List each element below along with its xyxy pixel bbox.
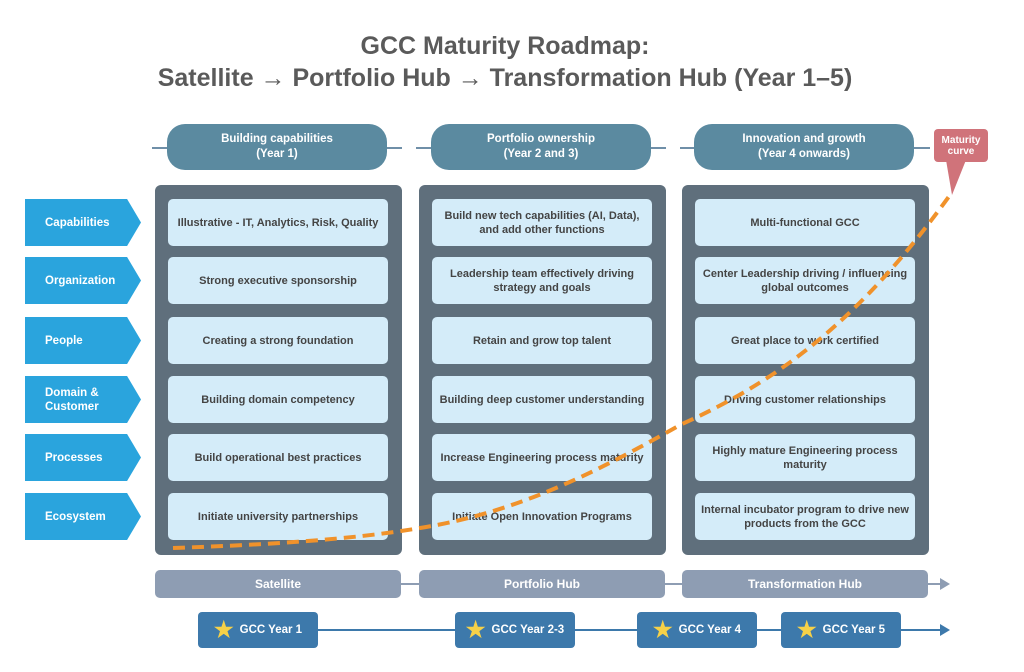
title-line-1: GCC Maturity Roadmap: bbox=[360, 32, 650, 60]
arrowhead-icon bbox=[940, 578, 950, 590]
phase-cell: Creating a strong foundation bbox=[168, 317, 388, 364]
phase-cell: Leadership team effectively driving stra… bbox=[432, 257, 652, 304]
year-label: GCC Year 2-3 bbox=[491, 624, 565, 636]
phase-title: Building capabilities bbox=[221, 133, 333, 145]
timeline-arrow bbox=[318, 629, 945, 631]
phase-cell: Initiate Open Innovation Programs bbox=[432, 493, 652, 540]
star-icon: ★ bbox=[213, 617, 234, 642]
year-marker: ★ GCC Year 1 bbox=[198, 612, 318, 648]
phase-header: Building capabilities (Year 1) bbox=[167, 124, 387, 170]
phase-title: Portfolio ownership bbox=[487, 133, 595, 145]
phase-cell: Increase Engineering process maturity bbox=[432, 434, 652, 481]
phase-cell: Building domain competency bbox=[168, 376, 388, 423]
phase-cell: Great place to work certified bbox=[695, 317, 915, 364]
phase-cell: Driving customer relationships bbox=[695, 376, 915, 423]
year-label: GCC Year 5 bbox=[822, 624, 886, 636]
phase-cell: Build new tech capabilities (AI, Data), … bbox=[432, 199, 652, 246]
year-label: GCC Year 1 bbox=[239, 624, 303, 636]
phase-cell: Initiate university partnerships bbox=[168, 493, 388, 540]
phase-cell: Internal incubator program to drive new … bbox=[695, 493, 915, 540]
phase-header: Portfolio ownership (Year 2 and 3) bbox=[431, 124, 651, 170]
star-icon: ★ bbox=[796, 617, 817, 642]
title-line-2: Satellite → Portfolio Hub → Transformati… bbox=[157, 64, 853, 92]
phase-cell: Center Leadership driving / influencing … bbox=[695, 257, 915, 304]
stage-transformation-hub: Transformation Hub bbox=[682, 570, 928, 598]
star-icon: ★ bbox=[465, 617, 486, 642]
phase-subtitle: (Year 1) bbox=[256, 148, 298, 160]
arrowhead-icon bbox=[940, 624, 950, 636]
row-label: Processes bbox=[25, 434, 141, 481]
phase-cell: Strong executive sponsorship bbox=[168, 257, 388, 304]
phase-title: Innovation and growth bbox=[742, 133, 866, 145]
phase-cell: Illustrative - IT, Analytics, Risk, Qual… bbox=[168, 199, 388, 246]
row-label: Capabilities bbox=[25, 199, 141, 246]
phase-subtitle: (Year 2 and 3) bbox=[503, 148, 579, 160]
year-marker: ★ GCC Year 4 bbox=[637, 612, 757, 648]
phase-cell: Retain and grow top talent bbox=[432, 317, 652, 364]
phase-subtitle: (Year 4 onwards) bbox=[757, 148, 851, 160]
row-label: Domain & Customer bbox=[25, 376, 141, 423]
row-label: Organization bbox=[25, 257, 141, 304]
year-marker: ★ GCC Year 2-3 bbox=[455, 612, 575, 648]
phase-header: Innovation and growth (Year 4 onwards) bbox=[694, 124, 914, 170]
maturity-curve-callout: Maturity curve bbox=[934, 129, 988, 162]
phase-cell: Build operational best practices bbox=[168, 434, 388, 481]
phase-cell: Building deep customer understanding bbox=[432, 376, 652, 423]
stage-portfolio-hub: Portfolio Hub bbox=[419, 570, 665, 598]
star-icon: ★ bbox=[652, 617, 673, 642]
year-marker: ★ GCC Year 5 bbox=[781, 612, 901, 648]
phase-cell: Highly mature Engineering process maturi… bbox=[695, 434, 915, 481]
row-label: Ecosystem bbox=[25, 493, 141, 540]
stage-arrow bbox=[400, 583, 945, 585]
row-label: People bbox=[25, 317, 141, 364]
phase-cell: Multi-functional GCC bbox=[695, 199, 915, 246]
year-label: GCC Year 4 bbox=[678, 624, 742, 636]
stage-satellite: Satellite bbox=[155, 570, 401, 598]
